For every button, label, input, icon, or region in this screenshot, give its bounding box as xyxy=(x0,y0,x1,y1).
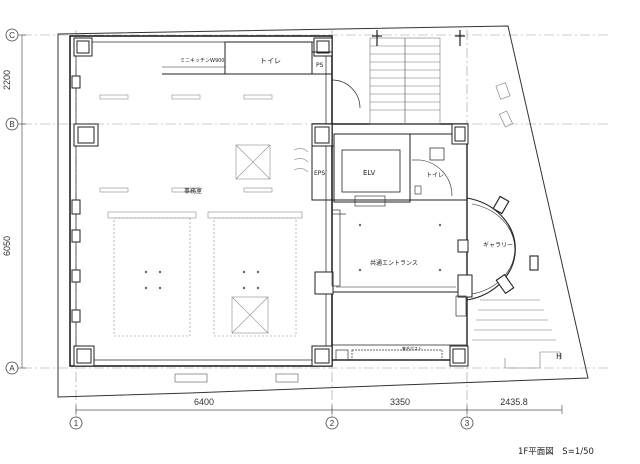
exterior-walls xyxy=(69,35,468,367)
site-boundary xyxy=(57,25,589,398)
grid-bubbles xyxy=(5,28,474,430)
grid-label-2: 2 xyxy=(330,419,335,428)
room-label-entrance: 共通エントランス xyxy=(370,259,418,267)
grid-bubble-c xyxy=(5,28,19,42)
dimension-lines xyxy=(18,34,563,414)
room-label-ps: PS xyxy=(316,62,324,69)
stairs xyxy=(174,30,561,383)
room-label-toilet-top: トイレ xyxy=(260,57,281,65)
room-label-elv: ELV xyxy=(363,169,376,177)
toilet-top-room xyxy=(162,41,361,109)
ceiling-lights xyxy=(144,223,442,290)
dim-row-lower: 6050 xyxy=(2,236,12,256)
dim-row-upper: 2200 xyxy=(2,70,12,90)
entrance-details xyxy=(331,209,467,361)
grid-label-b: B xyxy=(9,120,14,129)
grid-label-1: 1 xyxy=(74,419,79,428)
grid-label-c: C xyxy=(9,31,15,40)
grid-bubble-b xyxy=(5,117,19,131)
grid-bubble-1 xyxy=(69,416,83,430)
office-fixtures xyxy=(99,94,309,337)
room-label-office: 事務室 xyxy=(184,187,202,195)
room-label-eps: EPS xyxy=(314,170,325,177)
room-label-gallery: ギャラリー xyxy=(483,242,513,249)
columns xyxy=(71,37,473,367)
core-rooms xyxy=(311,133,453,207)
dim-col-2: 3350 xyxy=(390,397,410,407)
grid-bubble-a xyxy=(5,361,19,375)
drawing-caption: 1F平面図 S=1/50 xyxy=(518,447,594,457)
room-label-toilet-right: トイレ xyxy=(426,172,444,179)
grid-bubble-3 xyxy=(460,416,474,430)
grid-label-a: A xyxy=(9,364,15,373)
dim-col-1: 6400 xyxy=(194,397,214,407)
gallery-bay xyxy=(466,195,539,301)
grid-bubble-2 xyxy=(325,416,339,430)
room-label-kitchen: ミニキッチンW900 xyxy=(180,58,225,64)
grid-label-3: 3 xyxy=(465,419,470,428)
stair-marker: H xyxy=(556,352,562,361)
dim-col-3: 2435.8 xyxy=(500,397,528,407)
room-label-mailbox: 集合ポスト xyxy=(402,345,422,351)
